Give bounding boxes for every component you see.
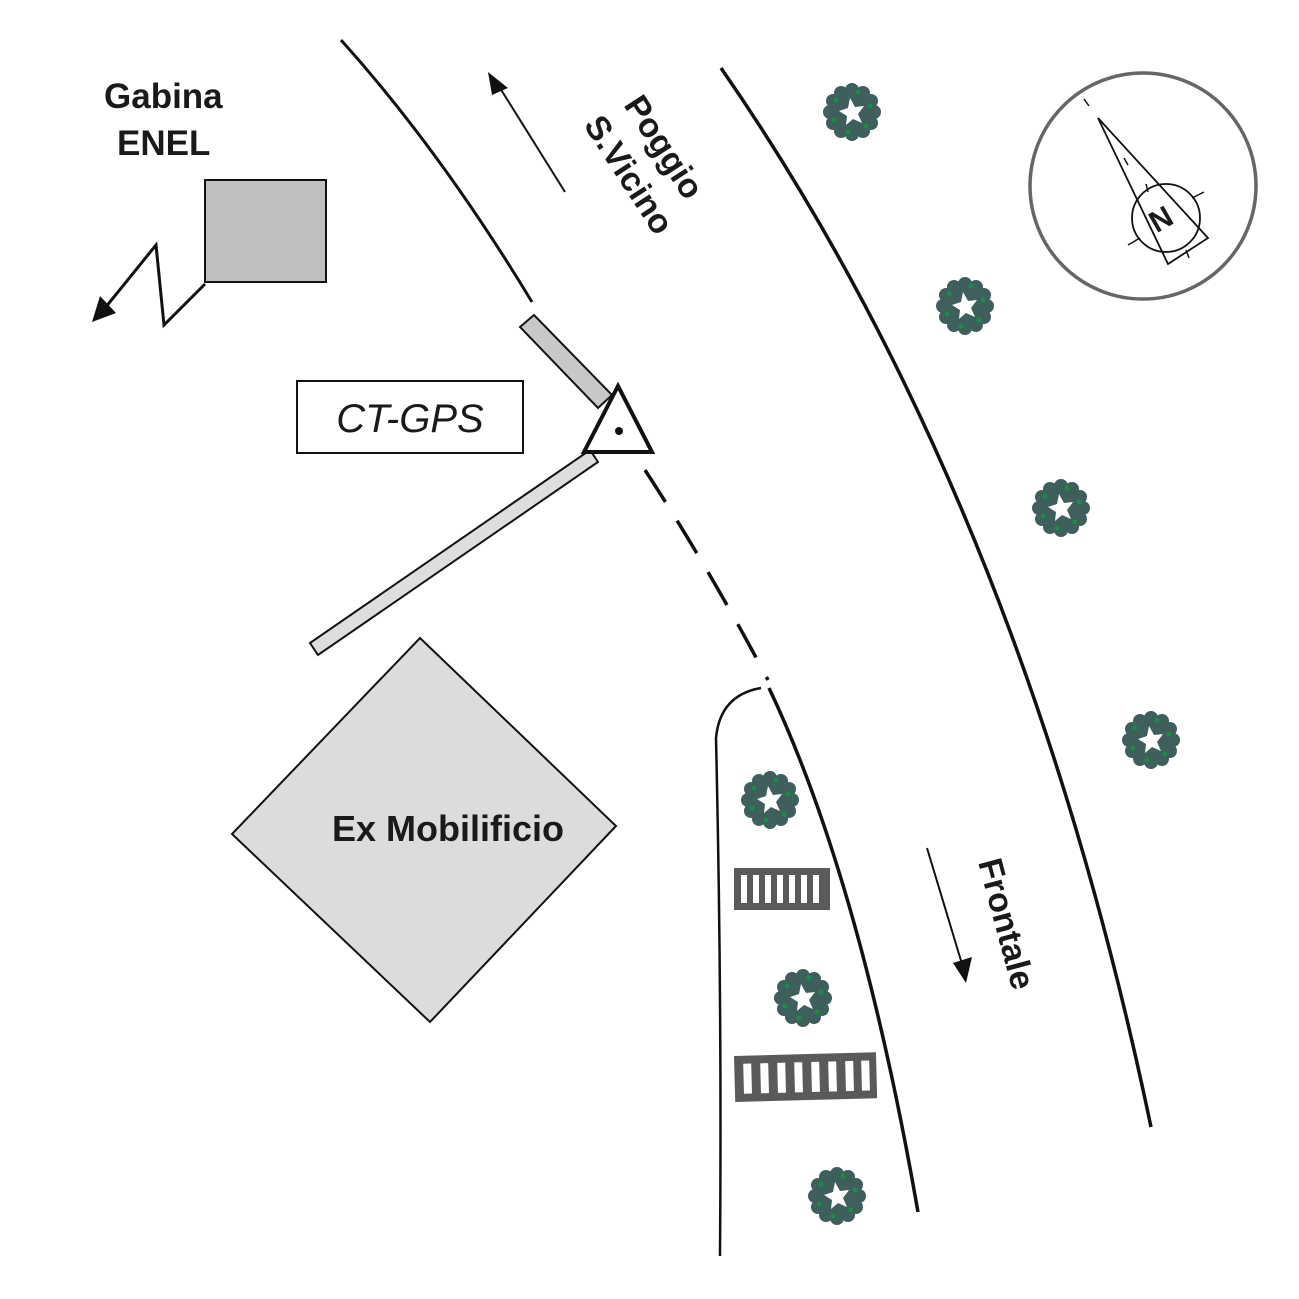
crosswalk-icon [734,868,830,910]
station-label-box [296,380,524,454]
median-edge [714,686,762,1257]
building-ex-mobilificio [230,636,618,1024]
road-label-frontale: Frontale [970,854,1041,993]
tree-icon [936,277,994,335]
enel-label-line1: Gabina [104,77,223,116]
tree-icon [741,771,799,829]
tree-icon [1032,479,1090,537]
tree-icon [1122,711,1180,769]
road-edge-west-dashed [643,469,770,681]
triangle-benchmark-icon [580,381,656,454]
station-label: CT-GPS [336,397,484,441]
compass-icon: N [1028,71,1258,301]
enel-cabin [204,179,327,283]
direction-arrow-north [488,72,566,193]
lightning-arrow-icon [92,241,207,329]
tree-icon [823,83,881,141]
road-edge-west-lower [767,687,920,1213]
road-edge-east [719,67,1153,1128]
wall-upper [518,313,614,410]
tree-icon [808,1167,866,1225]
enel-label-line2: ENEL [117,124,210,163]
direction-arrow-south [926,847,972,983]
building-label: Ex Mobilificio [332,808,564,849]
crosswalk-icon [734,1052,878,1102]
road-edge-west-upper [339,38,534,303]
wall-lower [308,448,600,657]
tree-icon [774,969,832,1027]
